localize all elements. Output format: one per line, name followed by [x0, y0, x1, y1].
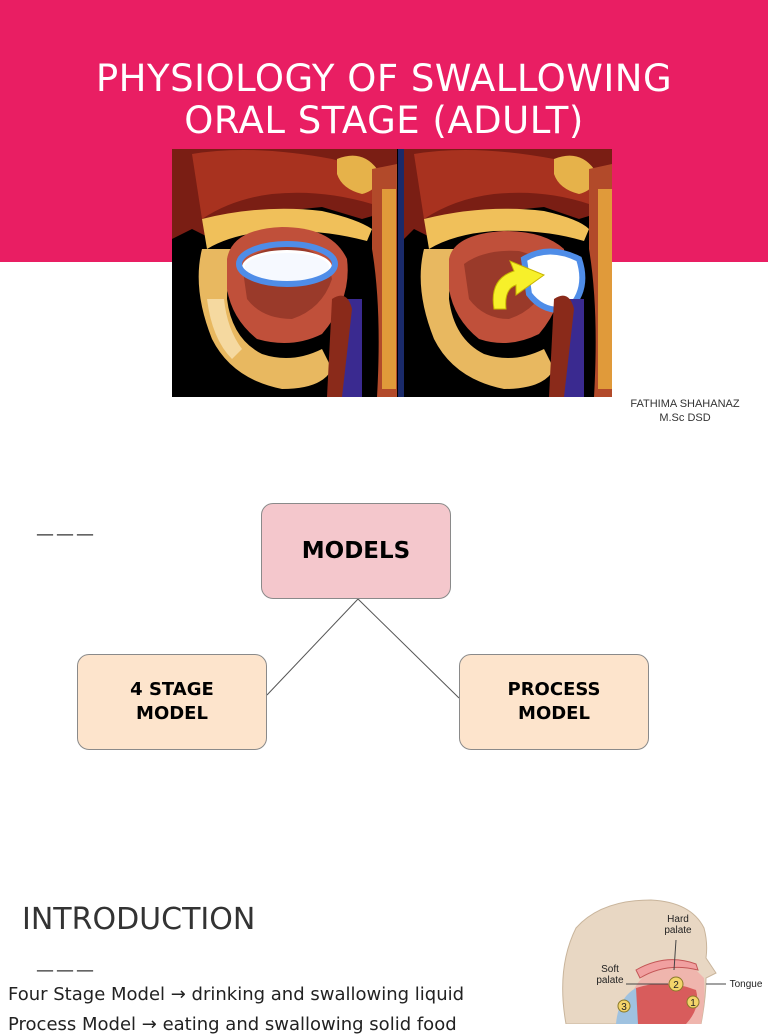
title-slide: PHYSIOLOGY OF SWALLOWING ORAL STAGE (ADU…	[0, 0, 768, 440]
author-degree: M.Sc DSD	[659, 412, 711, 424]
soft-palate-label-line-2: palate	[596, 975, 624, 986]
swallowing-illustration	[172, 149, 612, 397]
hard-palate-label: Hard palate	[656, 914, 700, 936]
oral-stage-panel-left	[172, 149, 397, 397]
four-stage-label-line-2: MODEL	[136, 703, 208, 724]
soft-palate-label: Soft palate	[590, 964, 630, 986]
oral-anatomy-illustration: 2 1 3 Hard palate Soft palate Tongue	[556, 898, 768, 1024]
oral-anatomy-svg: 2 1 3	[562, 899, 726, 1024]
oral-stage-panel-right	[404, 149, 612, 397]
diagram-connectors	[266, 598, 460, 699]
four-stage-model-node: 4 STAGE MODEL	[77, 654, 267, 750]
connector-right	[357, 598, 460, 699]
title-line-1: PHYSIOLOGY OF SWALLOWING	[95, 57, 673, 100]
bullet-four-stage: Four Stage Model → drinking and swallowi…	[8, 984, 465, 1005]
dash-marker: ———	[36, 524, 96, 545]
swallowing-illustration-svg	[172, 149, 612, 397]
hard-palate-label-line-2: palate	[664, 925, 692, 936]
four-stage-label-line-1: 4 STAGE	[130, 679, 214, 700]
hard-palate-leader	[673, 939, 677, 971]
introduction-slide: INTRODUCTION ——— Four Stage Model → drin…	[0, 880, 768, 1035]
introduction-heading: INTRODUCTION	[22, 902, 256, 937]
anatomy-number-2: 2	[673, 980, 679, 991]
tongue-label: Tongue	[729, 979, 763, 990]
bullet-process: Process Model → eating and swallowing so…	[8, 1014, 457, 1035]
title-line-2: ORAL STAGE (ADULT)	[184, 99, 584, 142]
connector-left	[266, 598, 359, 696]
anatomy-number-1: 1	[690, 998, 696, 1009]
author-credit: FATHIMA SHAHANAZ M.Sc DSD	[610, 397, 760, 425]
soft-palate-label-line-1: Soft	[601, 964, 619, 975]
intro-dash-marker: ———	[36, 960, 96, 981]
author-name: FATHIMA SHAHANAZ	[630, 398, 740, 410]
process-model-node: PROCESS MODEL	[459, 654, 649, 750]
models-slide: ——— MODELS 4 STAGE MODEL PROCESS MODEL	[0, 440, 768, 860]
models-node: MODELS	[261, 503, 451, 599]
process-label-line-2: MODEL	[518, 703, 590, 724]
panel-divider	[398, 149, 404, 397]
process-label-line-1: PROCESS	[507, 679, 601, 700]
models-node-label: MODELS	[301, 538, 411, 564]
slide-title: PHYSIOLOGY OF SWALLOWING ORAL STAGE (ADU…	[0, 58, 768, 142]
anatomy-number-3: 3	[621, 1002, 627, 1013]
hard-palate-label-line-1: Hard	[667, 914, 689, 925]
